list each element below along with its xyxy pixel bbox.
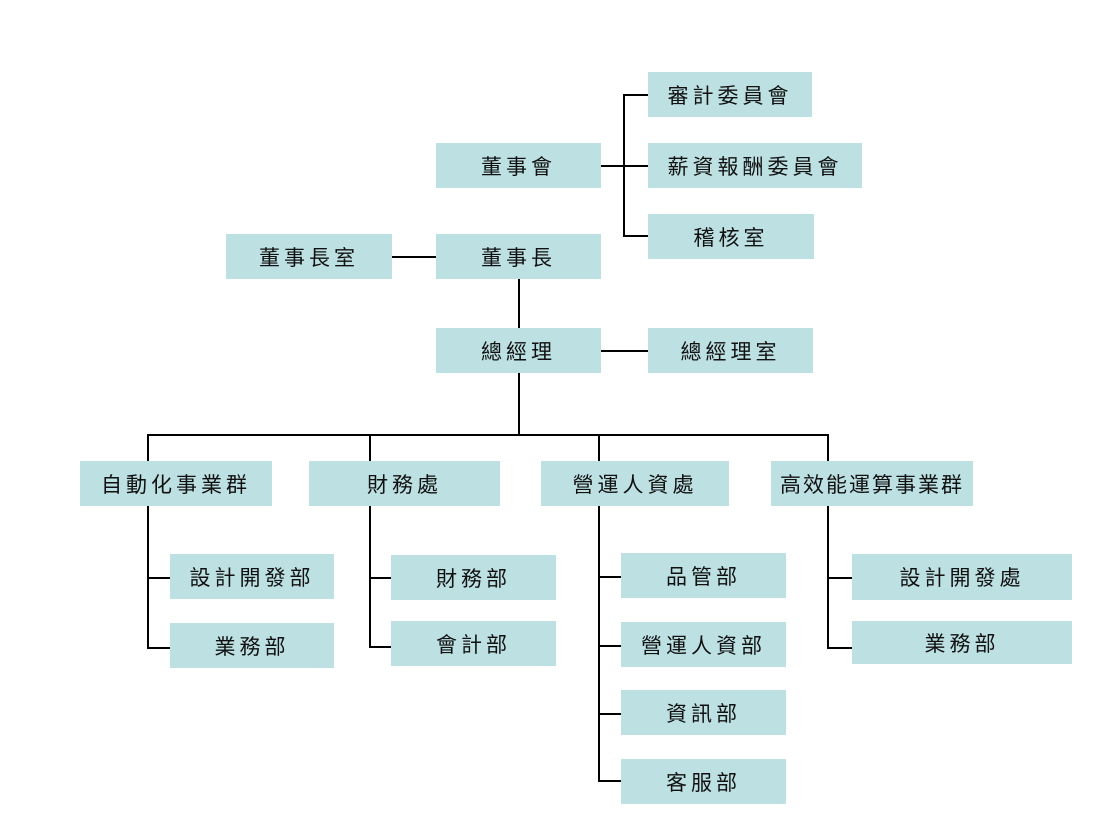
committee-audit-box: 審計委員會 xyxy=(648,72,812,117)
unit-accounting-box: 會計部 xyxy=(391,621,556,666)
board-box: 董事會 xyxy=(436,143,601,188)
unit-automation-sales-box: 業務部 xyxy=(170,623,334,668)
division-hpc-box: 高效能運算事業群 xyxy=(771,461,973,506)
connector xyxy=(827,577,852,579)
connector xyxy=(147,647,170,649)
connector xyxy=(598,576,621,578)
president-office-box: 總經理室 xyxy=(648,328,813,373)
division-automation-box: 自動化事業群 xyxy=(80,461,272,506)
unit-hpc-sales-box: 業務部 xyxy=(852,621,1072,664)
connector xyxy=(147,434,149,461)
committee-compensation-box: 薪資報酬委員會 xyxy=(648,143,862,188)
connector xyxy=(598,506,600,781)
connector xyxy=(369,646,391,648)
president-box: 總經理 xyxy=(436,328,601,373)
unit-hpc-design-box: 設計開發處 xyxy=(852,554,1072,600)
unit-automation-design-box: 設計開發部 xyxy=(170,554,334,599)
division-operations-hr-box: 營運人資處 xyxy=(541,461,729,506)
connector xyxy=(369,506,371,647)
internal-audit-office-box: 稽核室 xyxy=(648,214,814,259)
connector xyxy=(623,94,648,96)
connector xyxy=(598,713,621,715)
connector xyxy=(392,256,436,258)
connector xyxy=(827,647,852,649)
connector xyxy=(623,235,648,237)
chairman-office-box: 董事長室 xyxy=(226,234,392,279)
unit-quality-box: 品管部 xyxy=(621,553,786,598)
connector xyxy=(601,165,648,167)
connector xyxy=(518,373,520,434)
connector xyxy=(598,434,600,461)
connector xyxy=(518,279,520,328)
division-finance-box: 財務處 xyxy=(309,461,500,506)
connector xyxy=(369,434,371,461)
unit-customer-service-box: 客服部 xyxy=(621,759,786,804)
connector xyxy=(147,577,170,579)
connector xyxy=(369,577,391,579)
connector xyxy=(601,350,648,352)
unit-it-box: 資訊部 xyxy=(621,690,786,735)
unit-operations-hr-box: 營運人資部 xyxy=(621,622,786,667)
connector xyxy=(598,645,621,647)
unit-finance-dept-box: 財務部 xyxy=(391,555,556,600)
connector xyxy=(623,94,625,236)
chairman-box: 董事長 xyxy=(436,234,601,279)
connector xyxy=(147,434,828,436)
connector xyxy=(827,434,829,461)
connector xyxy=(598,780,621,782)
